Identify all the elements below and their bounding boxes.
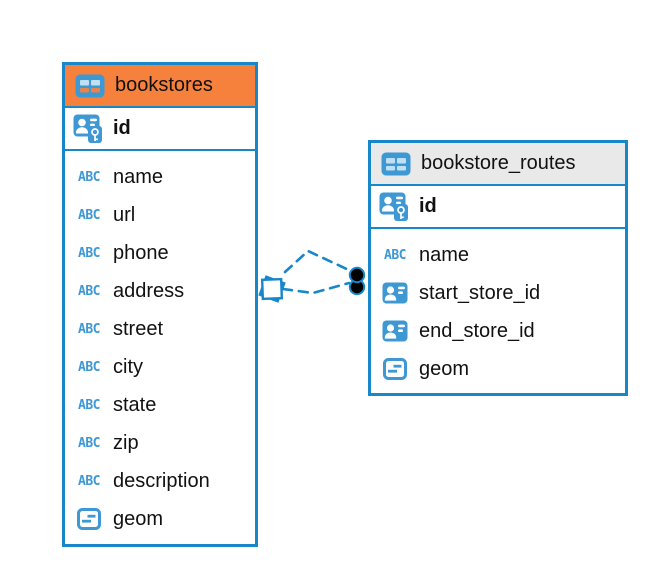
table-title: bookstores xyxy=(115,74,213,96)
field-row-geom[interactable]: geom xyxy=(65,500,255,538)
field-row-state[interactable]: ABC state xyxy=(65,386,255,424)
field-row-zip[interactable]: ABC zip xyxy=(65,424,255,462)
field-name: url xyxy=(113,203,136,226)
field-row-url[interactable]: ABC url xyxy=(65,196,255,234)
field-row-geom[interactable]: geom xyxy=(371,350,625,388)
field-name: id xyxy=(113,117,131,139)
relationship-lower-line[interactable] xyxy=(281,281,351,295)
field-name: city xyxy=(113,355,143,378)
field-row-id[interactable]: id xyxy=(371,186,625,229)
field-list: ABC name ABC url ABC phone ABC address A… xyxy=(65,151,255,542)
field-name: state xyxy=(113,393,157,416)
field-name: geom xyxy=(419,357,470,380)
table-header-bookstores[interactable]: bookstores xyxy=(65,65,255,108)
field-name: description xyxy=(113,469,210,492)
field-row-id[interactable]: id xyxy=(65,108,255,151)
text-type-icon: ABC xyxy=(78,169,100,185)
primary-key-icon xyxy=(73,114,105,144)
field-name: phone xyxy=(113,241,169,264)
field-name: name xyxy=(113,165,164,188)
field-name: geom xyxy=(113,507,164,530)
field-row-address[interactable]: ABC address xyxy=(65,272,255,310)
table-icon xyxy=(74,74,106,98)
field-row-city[interactable]: ABC city xyxy=(65,348,255,386)
text-type-icon: ABC xyxy=(78,245,100,261)
field-list: ABC name start_store_id xyxy=(371,229,625,392)
foreign-key-icon xyxy=(379,282,411,304)
text-type-icon: ABC xyxy=(78,397,100,413)
text-type-icon: ABC xyxy=(78,435,100,451)
table-card-bookstores[interactable]: bookstores id ABC name ABC url xyxy=(62,62,258,547)
table-header-bookstore-routes[interactable]: bookstore_routes xyxy=(371,143,625,186)
field-row-start-store-id[interactable]: start_store_id xyxy=(371,274,625,312)
relationship-source-marker[interactable] xyxy=(258,275,286,303)
field-row-phone[interactable]: ABC phone xyxy=(65,234,255,272)
text-type-icon: ABC xyxy=(78,359,100,375)
foreign-key-icon xyxy=(379,320,411,342)
field-name: start_store_id xyxy=(419,281,541,304)
field-name: street xyxy=(113,317,164,340)
field-name: name xyxy=(419,243,470,266)
text-type-icon: ABC xyxy=(78,207,100,223)
text-type-icon: ABC xyxy=(78,473,100,489)
primary-key-icon xyxy=(379,192,411,222)
field-row-name[interactable]: ABC name xyxy=(65,158,255,196)
field-name: address xyxy=(113,279,185,302)
text-type-icon: ABC xyxy=(78,321,100,337)
field-row-name[interactable]: ABC name xyxy=(371,236,625,274)
field-row-street[interactable]: ABC street xyxy=(65,310,255,348)
text-type-icon: ABC xyxy=(384,247,406,263)
table-icon xyxy=(380,152,412,176)
field-row-end-store-id[interactable]: end_store_id xyxy=(371,312,625,350)
field-name: id xyxy=(419,195,437,217)
table-title: bookstore_routes xyxy=(421,152,576,174)
relationship-target-marker[interactable] xyxy=(348,266,366,296)
text-type-icon: ABC xyxy=(78,283,100,299)
geometry-type-icon xyxy=(379,358,411,380)
field-row-description[interactable]: ABC description xyxy=(65,462,255,500)
relationship-upper-line[interactable] xyxy=(283,249,353,274)
field-name: zip xyxy=(113,431,139,454)
table-card-bookstore-routes[interactable]: bookstore_routes id ABC name xyxy=(368,140,628,396)
geometry-type-icon xyxy=(73,508,105,530)
field-name: end_store_id xyxy=(419,319,535,342)
